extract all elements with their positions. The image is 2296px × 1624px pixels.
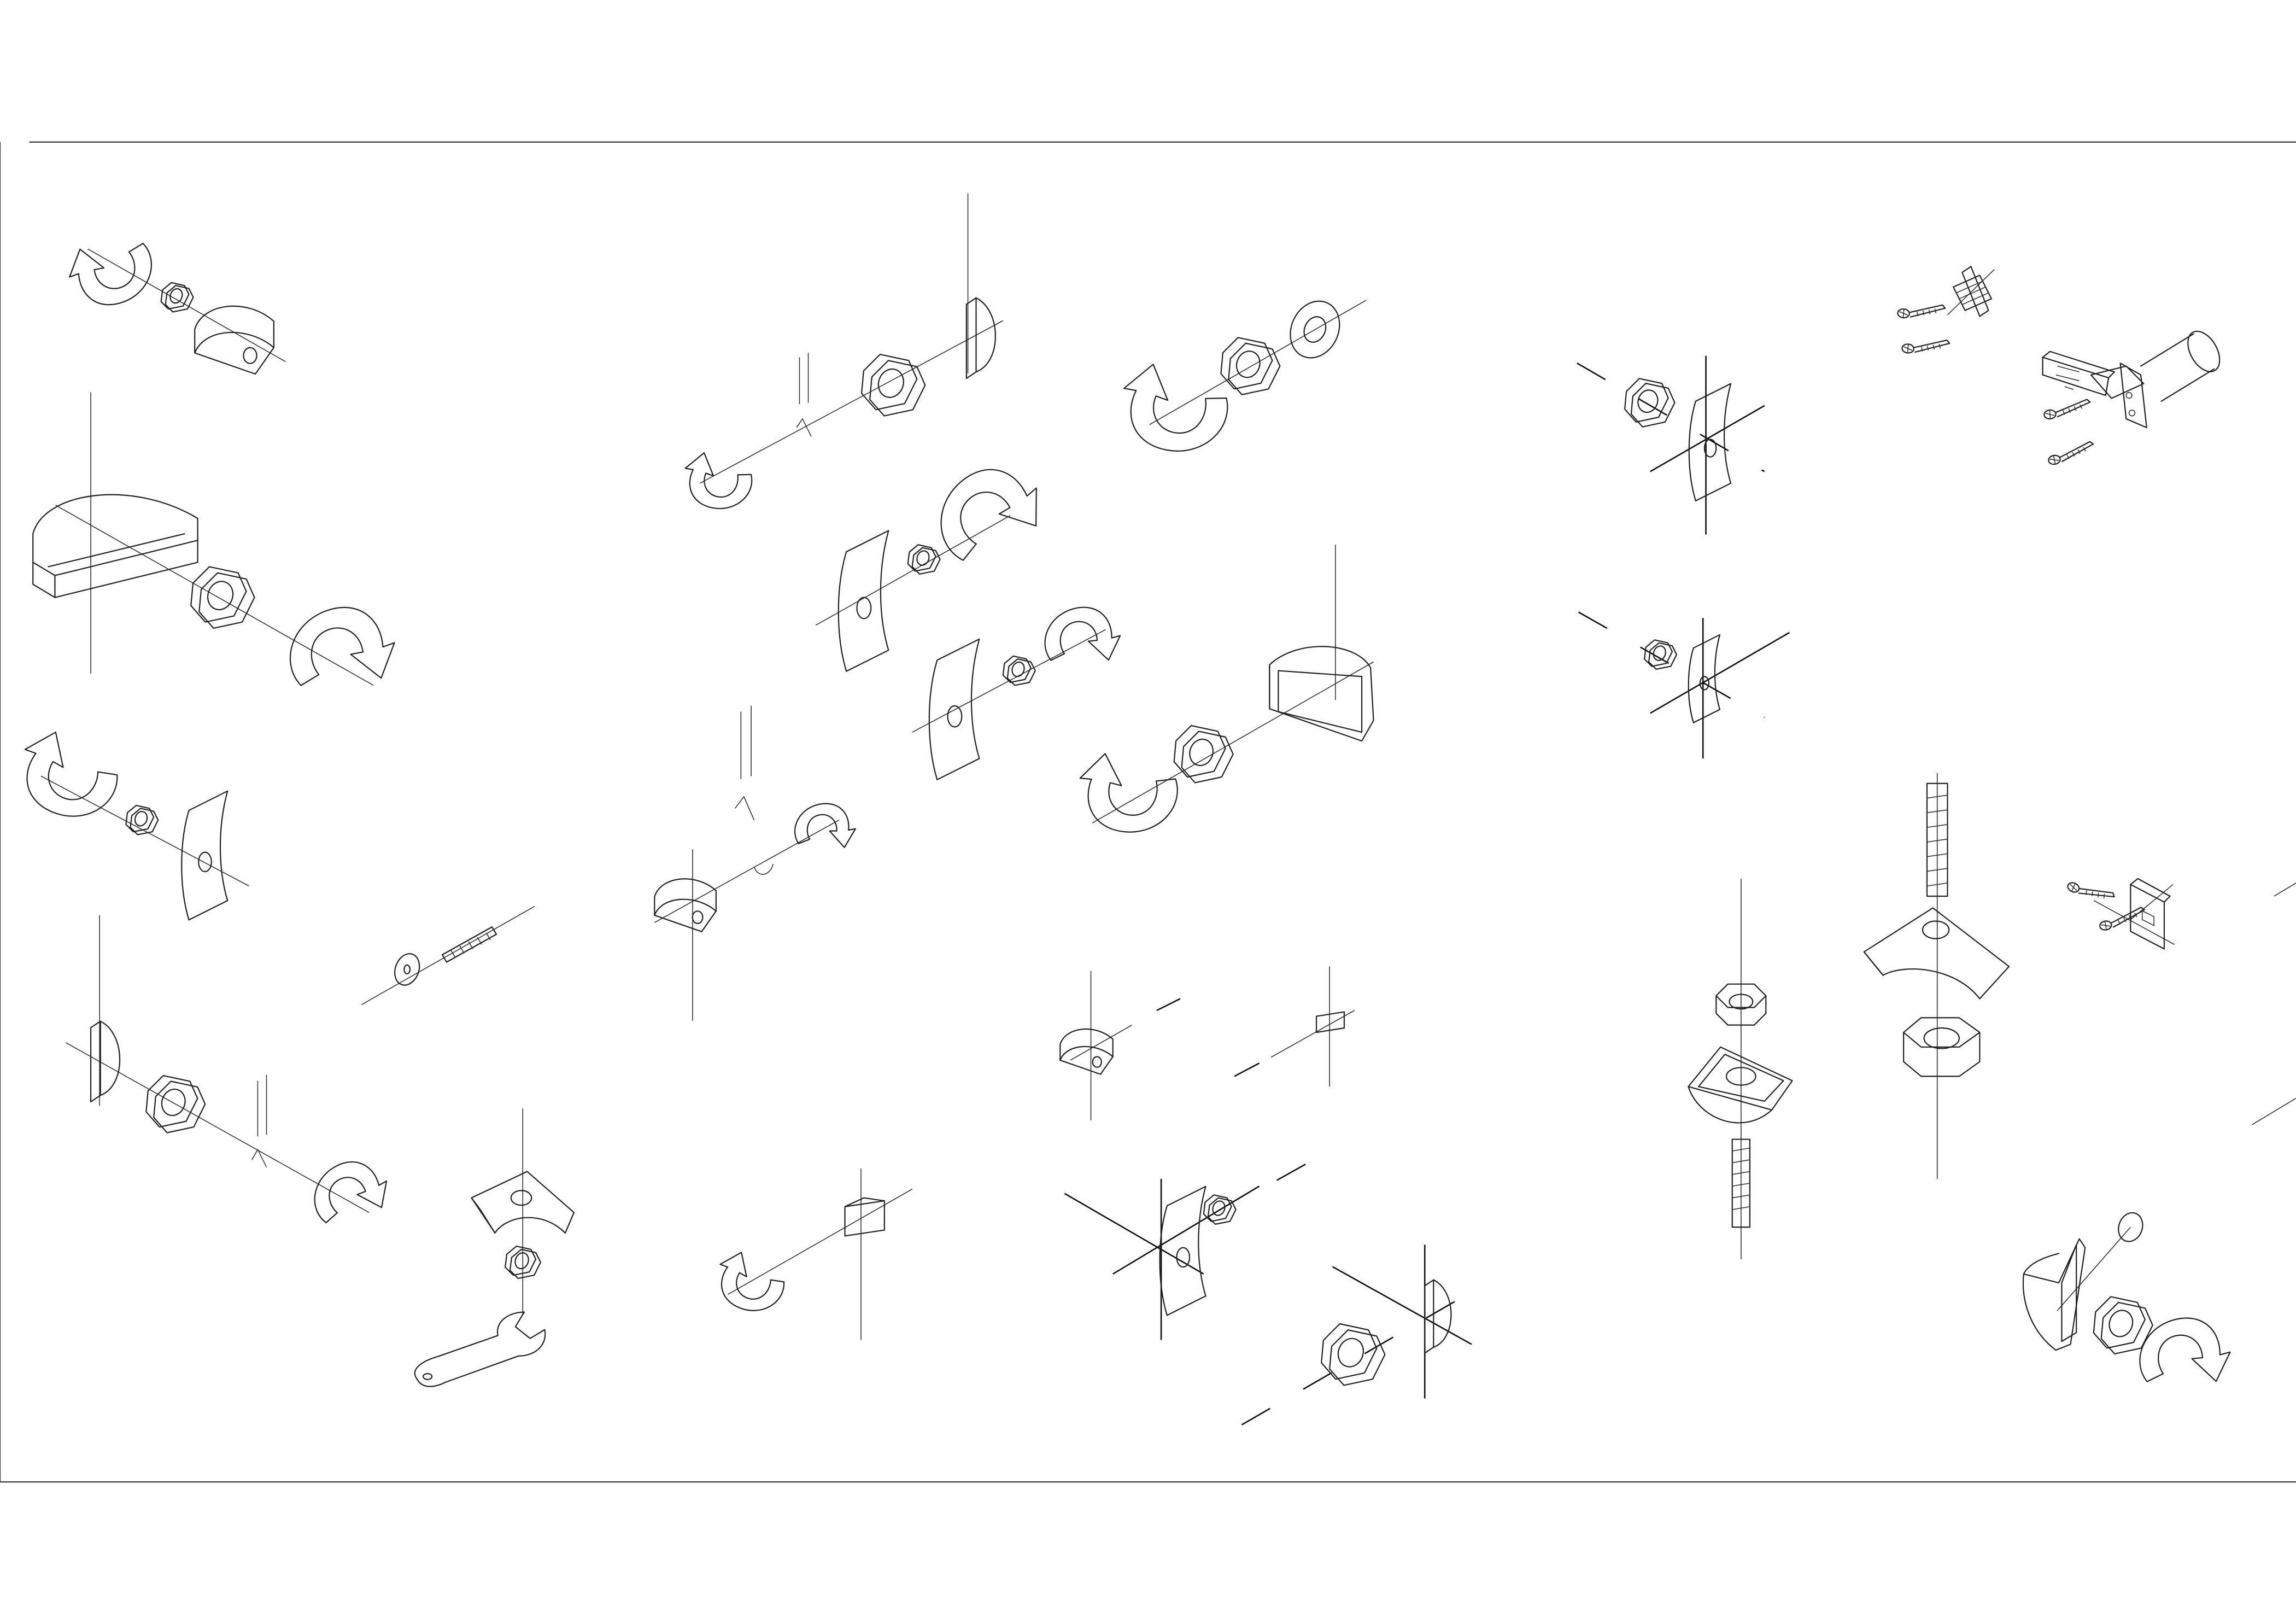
rotation-arrow-icon bbox=[62, 227, 162, 317]
hex-nut-icon bbox=[1644, 640, 1677, 669]
washer-icon bbox=[390, 950, 423, 989]
threaded-rod-icon bbox=[442, 927, 496, 962]
rotation-arrow-icon bbox=[1115, 360, 1233, 459]
assembly-9 bbox=[708, 1169, 912, 1340]
wrench-assembly bbox=[415, 1108, 574, 1386]
hex-nut-icon bbox=[161, 283, 194, 312]
tube-icon bbox=[2141, 326, 2226, 401]
rotation-arrow-icon bbox=[708, 1247, 790, 1320]
half-moon-bracket-icon bbox=[2023, 1239, 2085, 1351]
hex-nut-icon bbox=[1716, 984, 1766, 1025]
rotation-arrow-icon bbox=[2131, 1308, 2236, 1399]
assembly-4 bbox=[66, 915, 397, 1236]
assembly-17 bbox=[1579, 612, 1790, 758]
screw-icon bbox=[2047, 441, 2096, 465]
washer-icon bbox=[2115, 1210, 2147, 1245]
assembly-18 bbox=[2023, 1210, 2236, 1399]
assembly-16 bbox=[1577, 356, 1765, 535]
saddle-bracket-icon bbox=[1688, 1047, 1792, 1123]
washer-rod-assembly bbox=[362, 907, 535, 1004]
half-moon-bracket-icon bbox=[1269, 646, 1373, 741]
hex-nut-icon bbox=[1221, 337, 1280, 394]
plate-icon bbox=[845, 1198, 885, 1236]
hinge-screws-top bbox=[1897, 266, 1994, 357]
rotation-arrow-icon bbox=[8, 725, 126, 829]
assembly-3 bbox=[8, 725, 249, 920]
screw-icon bbox=[1897, 301, 1946, 322]
plate-icon bbox=[1316, 1012, 1344, 1032]
rotation-arrow-icon bbox=[790, 799, 858, 856]
saddle-bracket-icon bbox=[472, 1171, 575, 1232]
hex-nut-icon bbox=[908, 545, 940, 574]
assembly-13 bbox=[1234, 967, 1355, 1087]
threaded-rod-icon bbox=[796, 353, 811, 436]
curved-plate-icon bbox=[839, 531, 889, 671]
hex-nut-icon bbox=[1174, 726, 1233, 782]
assembly-11 bbox=[1076, 545, 1374, 836]
half-moon-bracket-icon bbox=[1059, 1028, 1114, 1076]
plate-icon bbox=[91, 1021, 120, 1102]
hex-nut-icon bbox=[1321, 1324, 1385, 1385]
hex-nut-icon bbox=[126, 805, 158, 835]
half-moon-bracket-icon bbox=[33, 495, 197, 598]
hex-nut-icon bbox=[1625, 378, 1674, 427]
curved-plate-icon bbox=[1689, 384, 1731, 501]
assembly-10 bbox=[1115, 293, 1366, 459]
saddle-bracket-icon bbox=[1864, 908, 2009, 998]
assembly-14 bbox=[1064, 1153, 1326, 1340]
screw-icon bbox=[2066, 874, 2116, 909]
angle-bracket-icon bbox=[2130, 879, 2170, 949]
assembly-12 bbox=[1059, 971, 1180, 1120]
curved-plate-icon bbox=[1689, 635, 1720, 723]
assembly-1 bbox=[62, 227, 285, 374]
assembly-8 bbox=[654, 706, 858, 1021]
curved-plate-icon bbox=[181, 791, 227, 920]
screw-icon bbox=[2043, 399, 2091, 419]
screw-icon bbox=[1902, 336, 1950, 357]
rotation-arrow-icon bbox=[1076, 752, 1180, 836]
rotation-arrow-icon bbox=[302, 1148, 397, 1236]
threaded-rod-icon bbox=[1927, 784, 1948, 896]
hinge-tube-assembly bbox=[2043, 326, 2227, 465]
hex-nut-icon bbox=[862, 354, 925, 416]
rotation-arrow-icon bbox=[1038, 599, 1126, 675]
assembly-2 bbox=[33, 393, 404, 706]
hex-nut-icon bbox=[1903, 1018, 1979, 1076]
hinge-bracket-icon bbox=[2043, 352, 2147, 428]
curved-plate-icon bbox=[1160, 1187, 1206, 1316]
screw-icon bbox=[2098, 907, 2147, 931]
assembly-7 bbox=[912, 599, 1126, 780]
edge-lines bbox=[2252, 883, 2296, 1125]
hex-nut-icon bbox=[191, 566, 254, 628]
assembly-15 bbox=[1241, 1245, 1472, 1424]
assembly-6 bbox=[816, 447, 1055, 671]
assembly-5 bbox=[680, 194, 1003, 514]
hinge-bracket-icon bbox=[1953, 266, 1992, 316]
threaded-rod-icon bbox=[735, 706, 754, 820]
curved-plate-icon bbox=[929, 639, 980, 780]
washer-icon bbox=[1281, 293, 1349, 366]
angle-bracket-assembly bbox=[2066, 874, 2175, 949]
threaded-rod-icon bbox=[1732, 1140, 1750, 1228]
hex-nut-icon bbox=[1003, 656, 1035, 686]
stud-assembly-1 bbox=[1688, 879, 1792, 1259]
rotation-arrow-icon bbox=[921, 447, 1055, 578]
wrench-icon bbox=[415, 1312, 546, 1387]
stud-assembly-2 bbox=[1864, 773, 2009, 1179]
rotation-arrow-icon bbox=[277, 593, 405, 706]
threaded-rod-icon bbox=[252, 1075, 267, 1167]
